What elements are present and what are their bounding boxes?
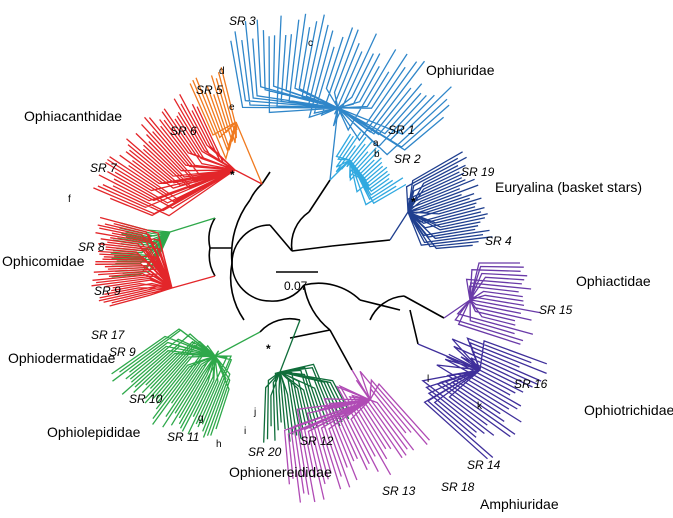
node-label-c: c xyxy=(308,38,313,49)
family-label-euryalina: Euryalina (basket stars) xyxy=(495,179,643,195)
clade-ophiotrichidae-branches xyxy=(421,337,548,460)
clade-sr5-branches xyxy=(189,67,238,161)
sr-label-10: SR 10 xyxy=(129,392,163,406)
family-label-ophiuridae: Ophiuridae xyxy=(426,62,495,78)
clade-ophiacanthidae xyxy=(93,93,263,217)
sr-label-2: SR 2 xyxy=(394,152,421,166)
family-label-ophiacanthidae: Ophiacanthidae xyxy=(24,108,123,124)
clade-ophiolepididae xyxy=(111,328,261,438)
clade-euryalina xyxy=(389,151,493,250)
sr-label-11: SR 11 xyxy=(167,430,200,444)
family-label-ophionereididae: Ophionereididae xyxy=(229,464,332,480)
node-label-j: j xyxy=(254,407,257,418)
clade-ophiactidae-branches xyxy=(454,262,541,345)
clade-sr1-sr2-branches xyxy=(335,131,407,206)
clade-sr1-sr2 xyxy=(329,131,407,206)
sr-label-7: SR 7 xyxy=(90,161,117,175)
sr-label-14: SR 14 xyxy=(467,458,501,472)
asterisk-marker-euryalina: * xyxy=(411,195,416,209)
asterisk-marker-ophiolepididae: * xyxy=(266,342,271,356)
asterisk-marker-ophiacanthidae: * xyxy=(230,168,235,182)
clade-ophionereididae-stem xyxy=(279,319,301,373)
sr-label-15: SR 15 xyxy=(539,303,573,317)
clade-sr5 xyxy=(189,67,263,185)
clade-ophionereididae xyxy=(263,319,350,443)
node-label-d: d xyxy=(219,66,225,77)
clade-ophiodermatidae-stem xyxy=(171,275,216,289)
family-label-ophiodermatidae: Ophiodermatidae xyxy=(8,350,116,366)
tree-backbone xyxy=(208,171,445,371)
clade-ophiacanthidae-stem xyxy=(234,169,263,185)
tree-clades xyxy=(91,13,548,503)
clade-ophiolepididae-stem xyxy=(214,331,261,357)
sr-label-3: SR 3 xyxy=(229,14,256,28)
clade-ophionereididae-branches xyxy=(263,363,350,443)
node-label-l: l xyxy=(427,374,430,385)
sr-label-17: SR 17 xyxy=(91,328,125,342)
clade-ophiolepididae-branches xyxy=(111,328,233,438)
node-label-b: b xyxy=(374,149,380,160)
clade-ophiactidae-stem xyxy=(443,299,471,319)
sr-label-5: SR 5 xyxy=(196,83,223,97)
sr-label-13: SR 13 xyxy=(382,484,416,498)
clade-ophicomidae-stem xyxy=(169,217,216,233)
sr-label-8: SR 8 xyxy=(78,240,105,254)
node-label-f: f xyxy=(68,194,71,205)
clade-ophiuridae xyxy=(230,13,452,181)
clade-euryalina-branches xyxy=(405,151,493,250)
clade-ophiotrichidae xyxy=(417,337,548,460)
clade-amphiuridae-branches xyxy=(283,370,430,503)
sr-label-18: SR 18 xyxy=(441,480,475,494)
sr-label-9-upper: SR 9 xyxy=(94,284,121,298)
family-label-ophicomidae: Ophicomidae xyxy=(2,253,85,269)
clade-sr5-stem xyxy=(235,121,263,185)
clade-ophiodermatidae xyxy=(91,216,216,307)
node-label-a: a xyxy=(373,138,379,149)
sr-label-4: SR 4 xyxy=(485,234,512,248)
clade-ophiactidae xyxy=(443,262,541,345)
sr-label-20: SR 20 xyxy=(248,445,282,459)
sr-label-6: SR 6 xyxy=(170,124,197,138)
clade-ophiodermatidae-branches xyxy=(91,216,173,307)
node-label-g: g xyxy=(198,413,204,424)
family-label-ophiolepididae: Ophiolepididae xyxy=(47,424,141,440)
clade-euryalina-stem xyxy=(389,211,409,241)
clade-ophiuridae-branches xyxy=(230,13,452,156)
family-label-amphiuridae: Amphiuridae xyxy=(480,496,559,512)
sr-label-1: SR 1 xyxy=(388,123,415,137)
node-label-h: h xyxy=(216,439,222,450)
sr-label-12: SR 12 xyxy=(300,434,334,448)
family-label-ophiotrichidae: Ophiotrichidae xyxy=(584,402,673,418)
clade-ophiacanthidae-branches xyxy=(93,93,236,217)
node-label-i: i xyxy=(244,426,247,437)
node-label-k: k xyxy=(477,401,482,412)
sr-label-9-lower: SR 9 xyxy=(109,345,136,359)
sr-label-19: SR 19 xyxy=(461,165,495,179)
clade-amphiuridae xyxy=(283,369,430,503)
family-label-ophiactidae: Ophiactidae xyxy=(576,273,651,289)
sr-label-16: SR 16 xyxy=(514,377,548,391)
node-label-e: e xyxy=(229,102,235,113)
scale-bar-label: 0.07 xyxy=(284,279,308,293)
